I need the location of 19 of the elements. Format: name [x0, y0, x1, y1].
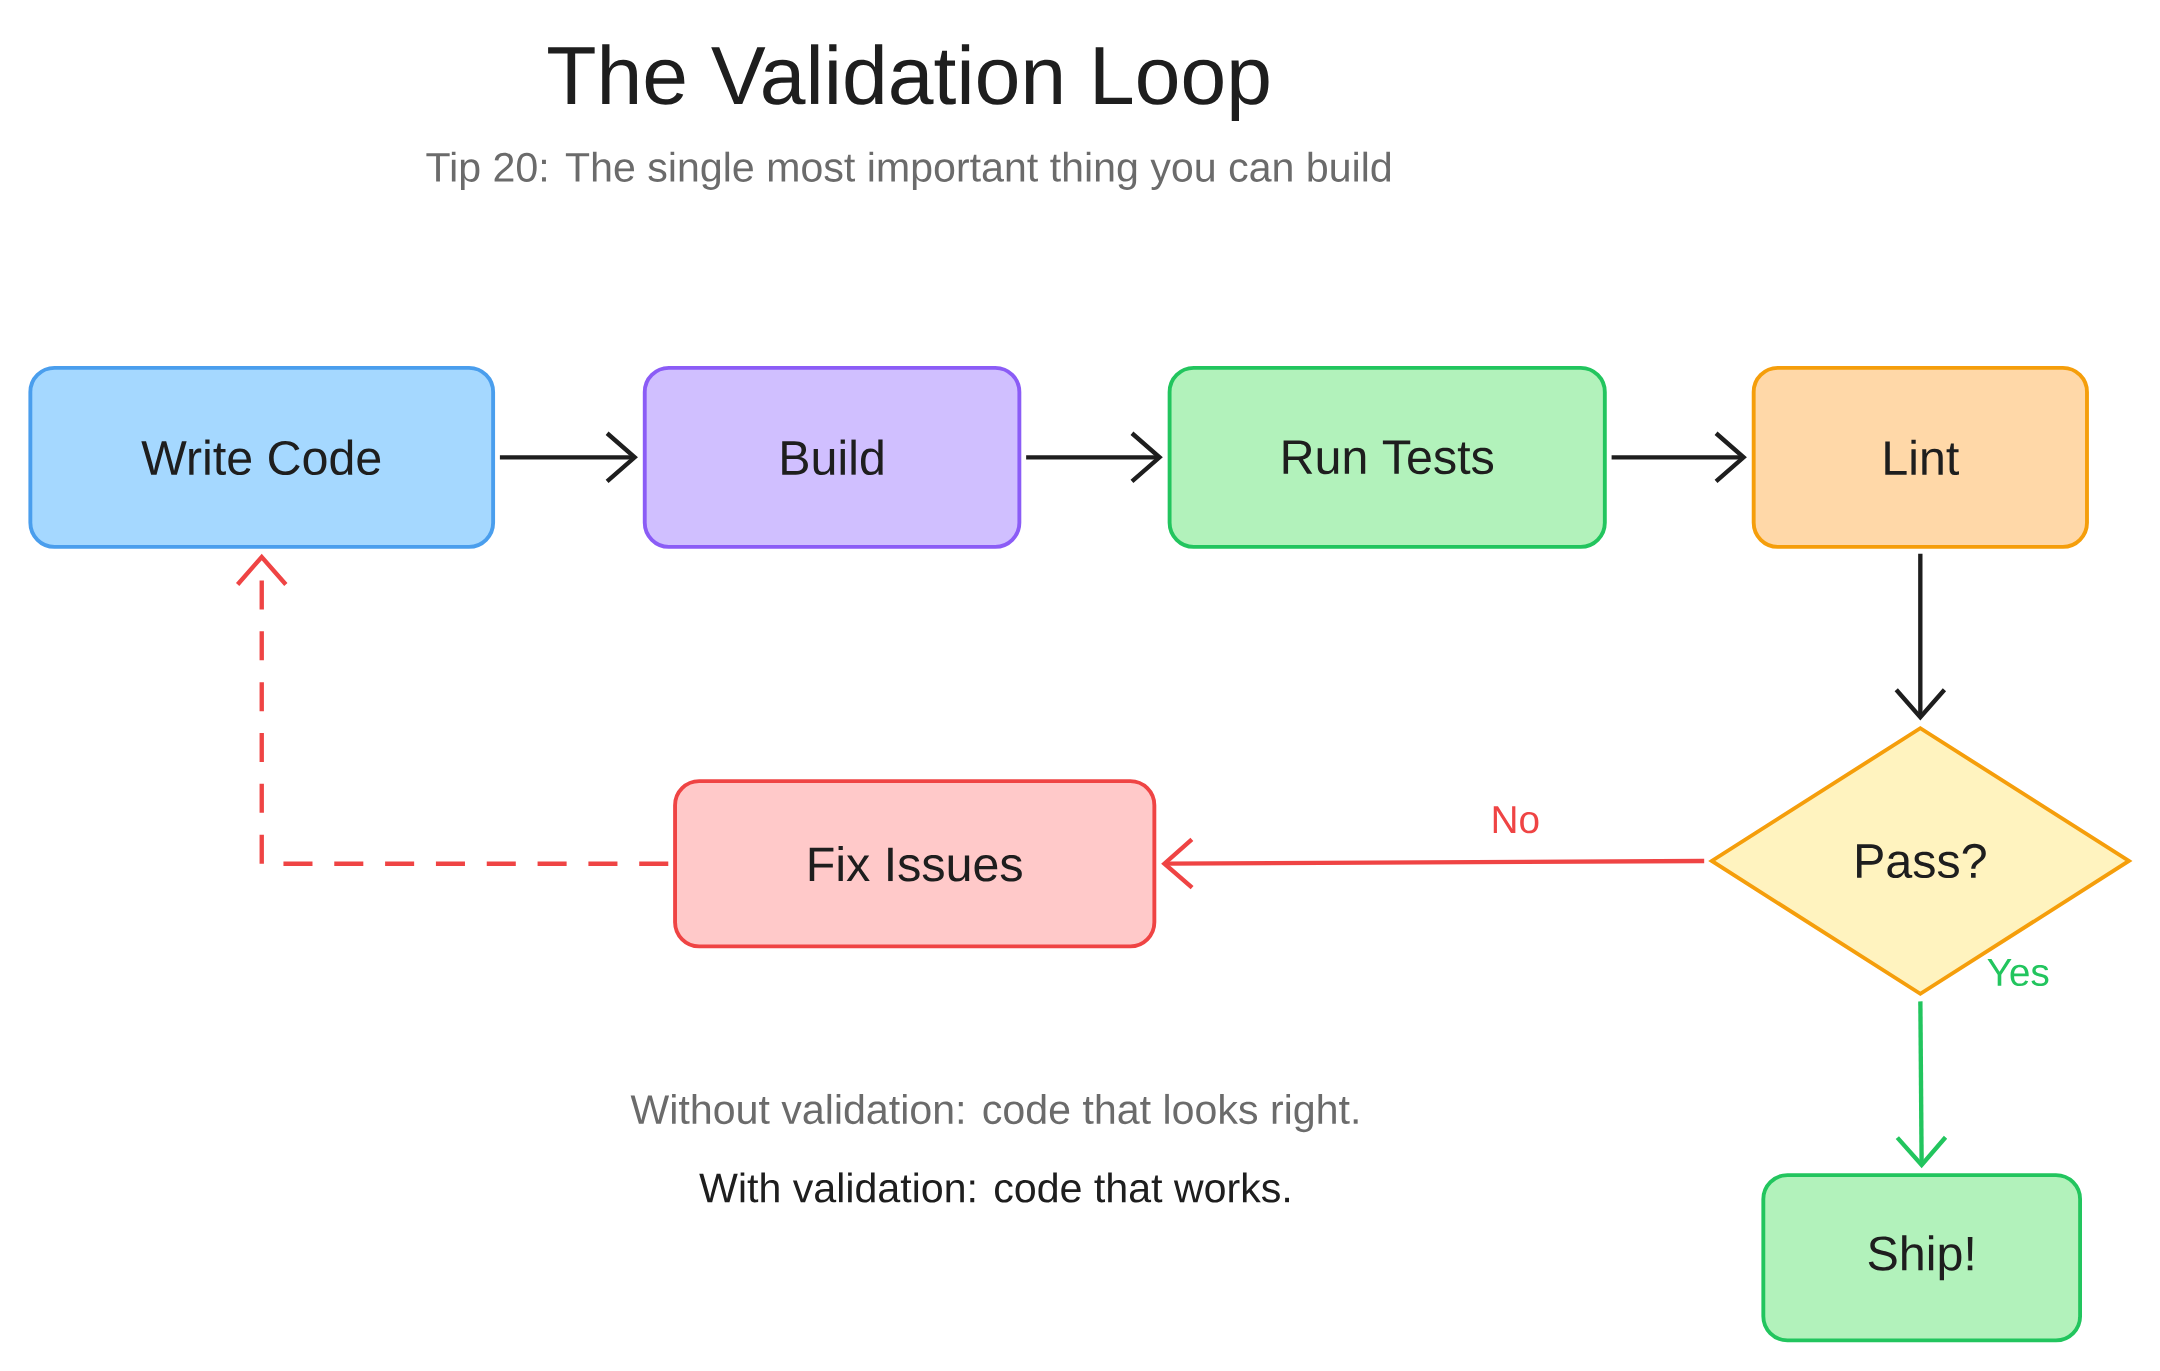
edge-label: No [1488, 804, 1543, 836]
edge-label: Yes [1984, 956, 2053, 989]
process-box: Build [642, 366, 1022, 549]
arrow [1611, 431, 1747, 484]
note-text: Without validation: code that looks right. [630, 1094, 1358, 1133]
arrow [499, 431, 638, 484]
arrow [236, 553, 669, 867]
subtitle: Tip 20: The single most important thing you can build [426, 151, 1391, 191]
arrow [1895, 1001, 1948, 1169]
process-box: Ship! [1761, 1173, 2083, 1343]
title: The Validation Loop [548, 44, 1269, 122]
process-box: Fix Issues [673, 779, 1157, 949]
process-box: Run Tests [1167, 366, 1607, 549]
process-box: Lint [1751, 366, 2089, 549]
process-box: Write Code [28, 366, 496, 549]
note-text: With validation: code that works. [699, 1172, 1289, 1203]
arrow [1026, 431, 1163, 484]
arrow [1894, 553, 1947, 721]
arrow [1161, 838, 1705, 890]
